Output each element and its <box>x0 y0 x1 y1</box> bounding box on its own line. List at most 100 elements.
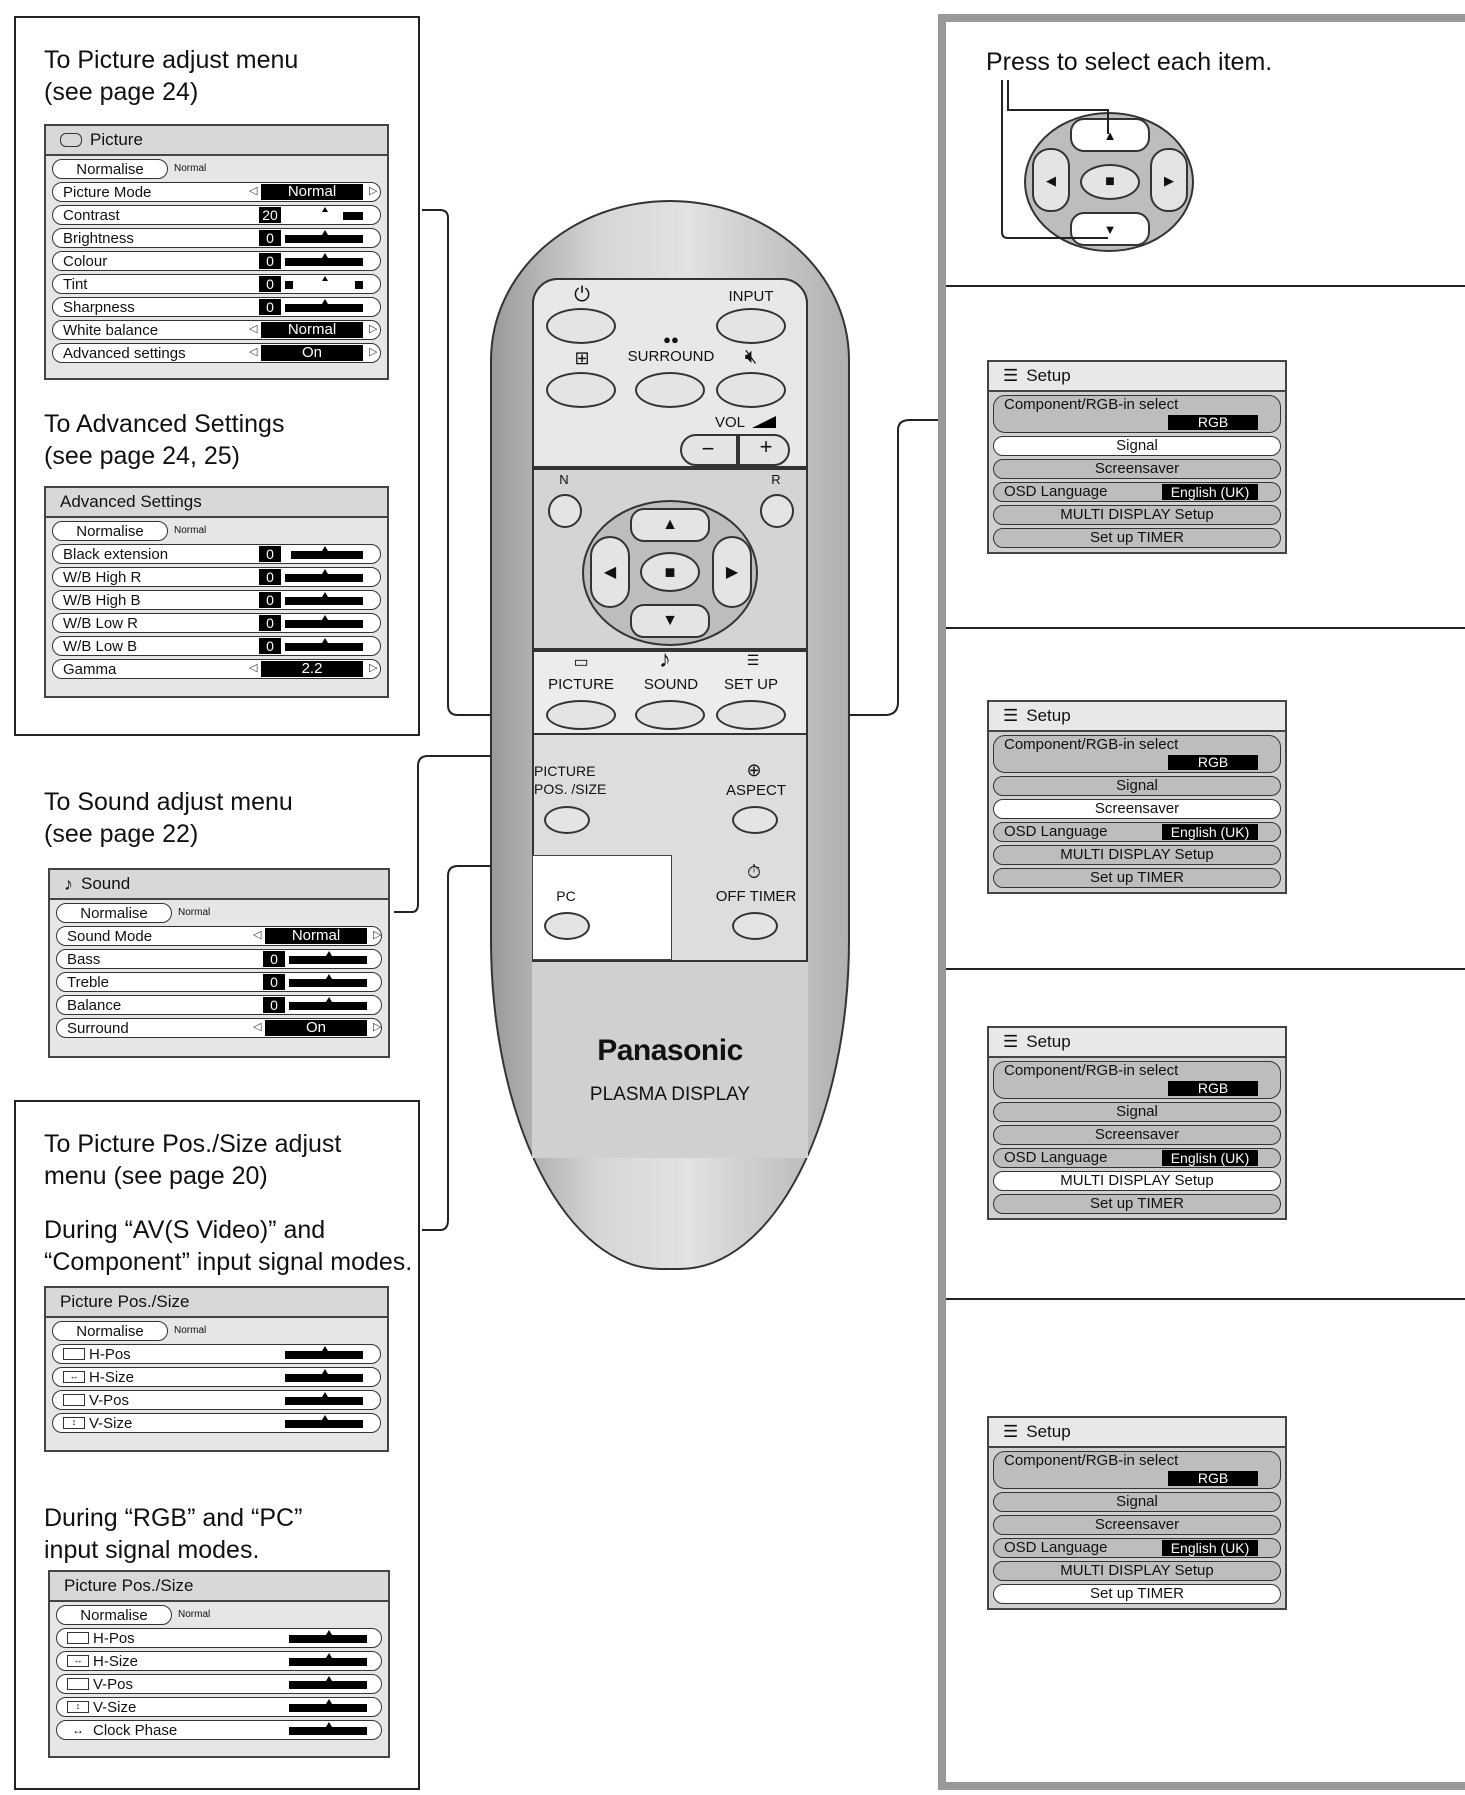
n-button[interactable] <box>548 494 582 528</box>
mute-button[interactable] <box>716 372 786 408</box>
normalise-button[interactable]: Normalise <box>52 521 168 541</box>
picture-pos-button[interactable] <box>544 806 590 834</box>
surround-button[interactable] <box>635 372 705 408</box>
up-button[interactable]: ▲ <box>630 508 710 542</box>
right-button[interactable]: ▶ <box>712 536 752 608</box>
dpad-up-button[interactable]: ▲ <box>1070 118 1150 152</box>
slider-bar[interactable] <box>289 1630 367 1643</box>
dpad-down-button[interactable]: ▼ <box>1070 212 1150 246</box>
signal-row[interactable]: Signal <box>993 776 1281 796</box>
off-timer-button[interactable] <box>732 912 778 940</box>
sound-button[interactable] <box>635 700 705 730</box>
normalise-button[interactable]: Normalise <box>52 159 168 179</box>
screensaver-row[interactable]: Screensaver <box>993 1515 1281 1535</box>
slider-bar[interactable] <box>285 638 363 651</box>
multi-display-setup-row[interactable]: MULTI DISPLAY Setup <box>993 845 1281 865</box>
slider-bar[interactable] <box>285 299 363 312</box>
dpad-left-button[interactable]: ◀ <box>1032 148 1070 212</box>
slider-bar[interactable] <box>289 1722 367 1735</box>
menu-row-h-pos[interactable]: H-Pos <box>56 1628 382 1648</box>
slider-bar[interactable] <box>289 1676 367 1689</box>
normalise-button[interactable]: Normalise <box>56 1605 172 1625</box>
slider-bar[interactable] <box>285 615 363 628</box>
slider-bar[interactable] <box>285 569 363 582</box>
menu-row-v-pos[interactable]: V-Pos <box>56 1674 382 1694</box>
menu-row-gamma[interactable]: Gamma◁2.2▷ <box>52 659 381 679</box>
menu-row-v-size[interactable]: ↕V-Size <box>56 1697 382 1717</box>
slider-bar[interactable] <box>289 1699 367 1712</box>
slider-bar[interactable] <box>289 974 367 987</box>
slider-bar[interactable] <box>285 253 363 266</box>
menu-row-v-size[interactable]: ↕V-Size <box>52 1413 381 1433</box>
r-button[interactable] <box>760 494 794 528</box>
vol-down-button[interactable]: − <box>701 436 715 461</box>
slider-bar[interactable] <box>285 207 363 220</box>
slider-bar[interactable] <box>289 1653 367 1666</box>
menu-row-h-size[interactable]: ↔H-Size <box>56 1651 382 1671</box>
setup-timer-row[interactable]: Set up TIMER <box>993 528 1281 548</box>
setup-timer-row[interactable]: Set up TIMER <box>993 1194 1281 1214</box>
setup-button[interactable] <box>716 700 786 730</box>
multi-display-setup-row[interactable]: MULTI DISPLAY Setup <box>993 1561 1281 1581</box>
signal-row[interactable]: Signal <box>993 436 1281 456</box>
menu-row-clock-phase[interactable]: ↔Clock Phase <box>56 1720 382 1740</box>
aspect-button[interactable] <box>732 806 778 834</box>
slider-bar[interactable] <box>285 1392 363 1405</box>
normalise-button[interactable]: Normalise <box>52 1321 168 1341</box>
menu-row-white-balance[interactable]: White balance◁Normal▷ <box>52 320 381 340</box>
normalise-button[interactable]: Normalise <box>56 903 172 923</box>
slider-bar[interactable] <box>285 1346 363 1359</box>
pc-button[interactable] <box>544 912 590 940</box>
menu-row-h-pos[interactable]: H-Pos <box>52 1344 381 1364</box>
slider-bar[interactable] <box>285 546 363 559</box>
menu-row-v-pos[interactable]: V-Pos <box>52 1390 381 1410</box>
screensaver-row[interactable]: Screensaver <box>993 799 1281 819</box>
left-button[interactable]: ◀ <box>590 536 630 608</box>
slider-bar[interactable] <box>285 1369 363 1382</box>
signal-row[interactable]: Signal <box>993 1102 1281 1122</box>
menu-row-picture-mode[interactable]: Picture Mode◁Normal▷ <box>52 182 381 202</box>
vol-up-button[interactable]: + <box>759 434 773 459</box>
slider-bar[interactable] <box>289 997 367 1010</box>
dpad-center-button[interactable]: ■ <box>1080 164 1140 200</box>
signal-row[interactable]: Signal <box>993 1492 1281 1512</box>
down-button[interactable]: ▼ <box>630 604 710 638</box>
screensaver-row[interactable]: Screensaver <box>993 459 1281 479</box>
screensaver-row[interactable]: Screensaver <box>993 1125 1281 1145</box>
setup-timer-row[interactable]: Set up TIMER <box>993 868 1281 888</box>
multi-display-setup-row[interactable]: MULTI DISPLAY Setup <box>993 1171 1281 1191</box>
slider-bar[interactable] <box>285 592 363 605</box>
slider-bar[interactable] <box>289 951 367 964</box>
input-button[interactable] <box>716 308 786 344</box>
picture-button[interactable] <box>546 700 616 730</box>
menu-row-surround[interactable]: Surround◁On▷ <box>56 1018 382 1038</box>
menu-row-advanced-settings[interactable]: Advanced settings◁On▷ <box>52 343 381 363</box>
multi-display-setup-row[interactable]: MULTI DISPLAY Setup <box>993 505 1281 525</box>
action-button[interactable]: ■ <box>640 552 700 592</box>
slider-bar[interactable] <box>285 276 363 289</box>
menu-row-sound-mode[interactable]: Sound Mode◁Normal▷ <box>56 926 382 946</box>
recall-button[interactable] <box>546 372 616 408</box>
power-button[interactable] <box>546 308 616 344</box>
